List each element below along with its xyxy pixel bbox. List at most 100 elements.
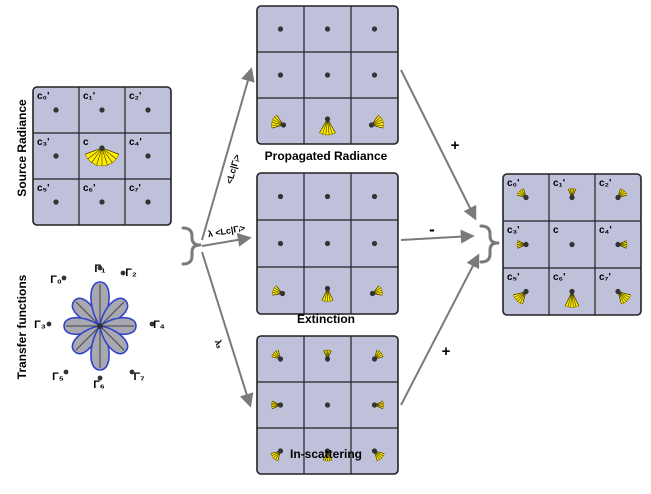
cell-center-dot: [569, 241, 575, 248]
cell-label: c: [83, 137, 89, 148]
grid-cell: [324, 72, 331, 78]
neighbour-dot: [97, 265, 103, 271]
cell-center-dot: [53, 153, 59, 159]
cell-label: c₁': [553, 178, 565, 189]
grid-cell: c₆': [553, 272, 580, 308]
grid-cell: [322, 448, 333, 462]
plus-operator-bottom: +: [442, 343, 451, 360]
cell-center-dot: [277, 356, 284, 362]
cell-center-dot: [324, 285, 331, 292]
extinction-panel: Extinction: [256, 172, 399, 326]
cell-center-dot: [277, 72, 284, 78]
cell-label: c: [553, 225, 559, 236]
cell-center-dot: [368, 122, 375, 128]
grid-cell: [271, 349, 284, 362]
plus-operator-top: +: [451, 137, 460, 154]
radiance-fan: [319, 118, 336, 136]
transfer-function-label: Γ₇: [133, 371, 144, 383]
cell-center-dot: [99, 199, 105, 205]
grid-cell: [371, 349, 384, 362]
grid-cell: c₄': [599, 225, 628, 249]
grid-cell: [324, 240, 331, 247]
grid-cell: [277, 26, 284, 32]
arrow-propagated-to-result: [400, 69, 477, 221]
cell-center-dot: [569, 194, 575, 201]
transfer-function-label: Γ₆: [93, 379, 105, 391]
neighbour-dot: [120, 270, 126, 276]
grid-cell: [324, 402, 331, 408]
neighbour-dot: [61, 275, 67, 281]
cell-label: c₅': [37, 183, 50, 194]
source-radiance-title: Source Radiance: [15, 99, 29, 197]
cell-center-dot: [145, 199, 151, 205]
grid-cell: [277, 72, 284, 78]
grid-cell: [368, 114, 384, 129]
cell-label: c₁': [83, 91, 95, 102]
transfer-function-label: Γ₄: [153, 319, 165, 331]
cell-center-dot: [277, 448, 284, 454]
grid-cell: c₂': [599, 178, 628, 201]
cell-center-dot: [371, 26, 378, 32]
neighbour-dot: [46, 321, 52, 327]
arrow-to-propagated: [201, 67, 255, 241]
transfer-function-label: Γ₃: [34, 319, 46, 331]
grid-cell: [371, 26, 378, 32]
cell-label: c₀': [37, 91, 49, 102]
extinction-title: Extinction: [297, 312, 355, 326]
cell-center-dot: [615, 241, 621, 248]
left-brace: [181, 226, 202, 266]
cell-label: c₄': [129, 137, 142, 148]
grid-cell: c: [553, 225, 575, 248]
right-brace: [479, 224, 500, 264]
grid-cell: c: [83, 137, 120, 167]
cell-center-dot: [53, 107, 59, 113]
cell-label: c₃': [507, 225, 520, 236]
grid-cell: [271, 400, 284, 410]
cell-center-dot: [324, 193, 331, 200]
neighbour-dot: [129, 369, 135, 375]
extinction-grid: [256, 172, 399, 315]
cell-center-dot: [53, 199, 59, 205]
inscattering-title: In-scattering: [290, 447, 362, 461]
cell-label: c₂': [129, 91, 141, 102]
cell-center-dot: [371, 240, 378, 247]
cell-center-dot: [371, 448, 378, 454]
cell-center-dot: [277, 26, 284, 32]
grid-cell: c₇': [129, 183, 151, 205]
neighbour-dot: [149, 321, 155, 327]
neighbour-dot: [63, 369, 69, 375]
cell-center-dot: [324, 240, 331, 247]
transfer-function-label: Γ₁: [94, 263, 106, 275]
cell-center-dot: [99, 107, 105, 113]
grid-cell: c₀': [507, 178, 529, 201]
cell-center-dot: [145, 107, 151, 113]
radiance-fan: [84, 147, 120, 167]
inscattering-arrow-label: λₛ: [213, 338, 225, 350]
grid-cell: c₄': [129, 137, 151, 159]
extinction-arrow-label: λ <Lᴄ|Γᵢ>: [207, 223, 246, 239]
cell-label: c₆': [553, 272, 565, 283]
cell-center-dot: [371, 402, 378, 408]
inscattering-panel: In-scattering: [256, 335, 399, 475]
cell-center-dot: [324, 26, 331, 32]
cell-center-dot: [145, 153, 151, 159]
minus-operator: -: [429, 220, 435, 239]
center-dot: [97, 323, 103, 329]
transfer-functions-title: Transfer functions: [15, 274, 29, 379]
transfer-lobe: [99, 325, 129, 355]
grid-cell: [270, 448, 284, 462]
cell-label: c₇': [129, 183, 141, 194]
cell-center-dot: [615, 288, 621, 295]
cell-label: c₄': [599, 225, 612, 236]
arrow-to-inscattering: [201, 251, 254, 408]
transfer-function-label: Γ₅: [52, 371, 64, 383]
cell-center-dot: [324, 448, 331, 454]
grid-cell: c₁': [83, 91, 105, 113]
cell-center-dot: [277, 240, 284, 247]
cell-center-dot: [371, 356, 378, 362]
cell-center-dot: [523, 288, 529, 295]
